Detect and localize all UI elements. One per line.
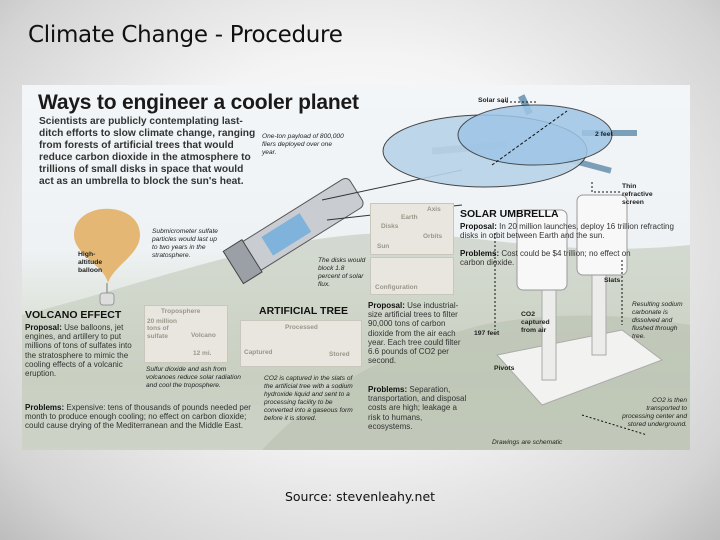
tree-proposal: Proposal: Use industrial-size artificial… [368, 301, 468, 365]
axis-label: Axis [427, 206, 441, 213]
problems-text: Separation, transportation, and disposal… [368, 385, 467, 431]
volcano-label: Volcano [191, 332, 216, 339]
solar-umbrella-proposal: Proposal: In 20 million launches, deploy… [460, 222, 690, 240]
cannon-icon [222, 178, 364, 285]
solar-umbrella-problems: Problems: Cost could be $4 trillion; no … [460, 249, 635, 267]
proposal-text: Use balloons, jet engines, and artillery… [25, 323, 132, 378]
intro-text: Scientists are publicly contemplating la… [39, 116, 256, 187]
volcano-inset: Troposphere 20 million tons of sulfate V… [144, 305, 228, 363]
balloon-label: High-altitude balloon [78, 251, 103, 274]
volcano-caption: Sulfur dioxide and ash from volcanoes re… [146, 366, 241, 389]
artificial-tree-icon [494, 194, 664, 436]
troposphere-label: Troposphere [161, 308, 201, 315]
transport-note: CO2 is then transported to processing ce… [622, 397, 687, 428]
disks-label: Disks [381, 223, 399, 230]
proposal-text: In 20 million launches, deploy 16 trilli… [460, 222, 674, 241]
configuration-label: Configuration [375, 284, 418, 291]
stored-label: Stored [329, 351, 350, 358]
height-label: 12 mi. [193, 350, 212, 357]
tree-caption: CO2 is captured in the slats of the arti… [264, 375, 353, 422]
solar-sail-label: Solar sail [478, 97, 509, 104]
schematic-note: Drawings are schematic [492, 439, 563, 446]
tons-label: 20 million tons of sulfate [147, 318, 177, 340]
slats-label: Slats [604, 277, 621, 284]
tree-process-inset: Processed Captured Stored [240, 320, 362, 367]
volcano-heading: VOLCANO EFFECT [25, 309, 122, 321]
configuration-inset: Configuration [370, 257, 454, 295]
orbits-label: Orbits [423, 233, 443, 240]
solar-umbrella-heading: SOLAR UMBRELLA [460, 208, 559, 220]
processed-label: Processed [285, 324, 318, 331]
sulfate-note: Submicrometer sulfate particles would la… [152, 228, 218, 259]
tree-problems: Problems: Separation, transportation, an… [368, 385, 468, 431]
tree-heading: ARTIFICIAL TREE [259, 305, 349, 317]
problems-label: Problems: [460, 249, 500, 258]
proposal-label: Proposal: [368, 301, 405, 310]
captured-label: Captured [244, 349, 273, 356]
payload-note: One-ton payload of 800,000 fliers deploy… [262, 133, 344, 156]
orbit-inset: Axis Earth Disks Orbits Sun [370, 203, 454, 255]
two-feet-label: 2 feet [595, 131, 613, 138]
source-caption: Source: stevenleahy.net [284, 489, 436, 504]
volcano-proposal: Proposal: Use balloons, jet engines, and… [25, 323, 139, 378]
solar-disks-icon [382, 94, 637, 193]
proposal-label: Proposal: [460, 222, 497, 231]
problems-text: Cost could be $4 trillion; no effect on … [460, 249, 631, 268]
carbonate-note: Resulting sodium carbonate is dissolved … [632, 301, 683, 340]
disks-note: The disks would block 1.8 percent of sol… [318, 257, 366, 288]
co2-label: CO2 captured from air [521, 311, 550, 334]
balloon-icon [74, 208, 140, 306]
problems-label: Problems: [368, 385, 408, 394]
sun-label: Sun [377, 243, 390, 250]
volcano-problems: Problems: Expensive: tens of thousands o… [25, 403, 257, 431]
height-label: 197 feet [474, 330, 500, 337]
earth-label: Earth [401, 214, 418, 221]
slide-title: Climate Change - Procedure [28, 22, 343, 48]
infographic: Ways to engineer a cooler planet Scienti… [22, 85, 690, 450]
infographic-title: Ways to engineer a cooler planet [38, 91, 359, 114]
screen-label: Thin refractive screen [622, 183, 653, 206]
pivots-label: Pivots [494, 365, 515, 372]
proposal-text: Use industrial-size artificial trees to … [368, 301, 461, 366]
problems-text: Expensive: tens of thousands of pounds n… [25, 403, 251, 431]
problems-label: Problems: [25, 403, 65, 412]
proposal-label: Proposal: [25, 323, 62, 332]
